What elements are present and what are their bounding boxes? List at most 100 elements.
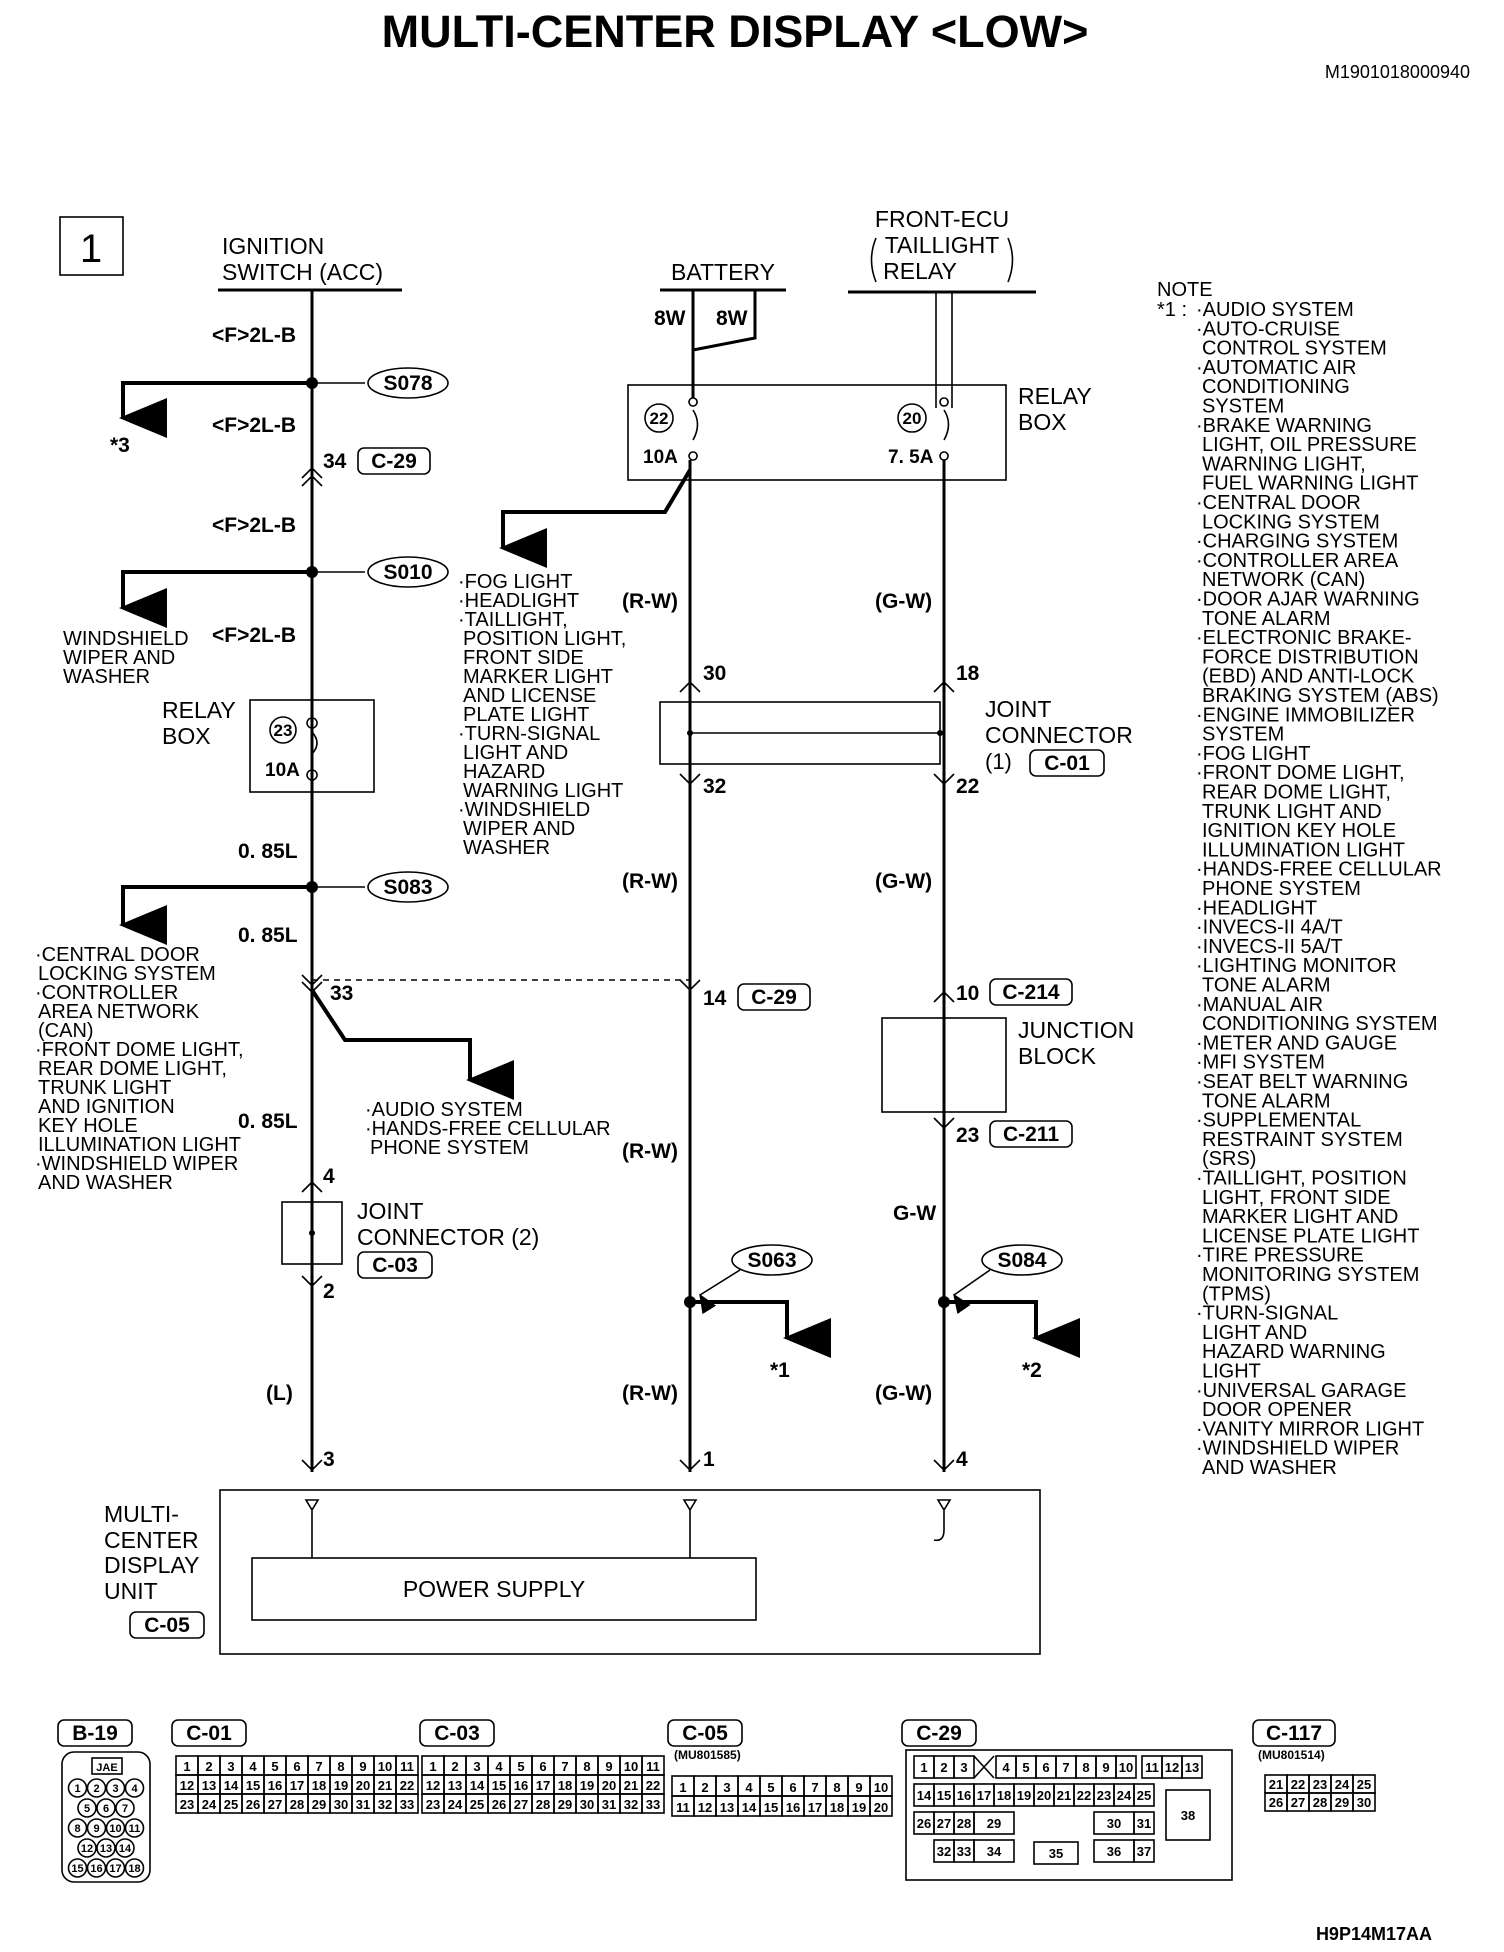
fuse22-badge xyxy=(644,403,674,433)
pin-number: 25 xyxy=(224,1797,238,1812)
pin-cell xyxy=(115,1798,135,1818)
pin-cell xyxy=(86,1818,107,1838)
note-item: ·TURN-SIGNAL xyxy=(1196,1303,1338,1325)
pin-number: 2 xyxy=(701,1780,708,1795)
pin-30: 30 xyxy=(703,662,726,685)
pin-34: 34 xyxy=(323,450,347,473)
jc2-top-chevron xyxy=(301,1180,323,1193)
pin-2-jc2: 2 xyxy=(323,1280,335,1303)
note-item: REAR DOME LIGHT, xyxy=(1202,782,1391,804)
pin30-chevron xyxy=(679,680,701,693)
pin23-chevron xyxy=(933,1117,955,1130)
wire-label-f2lb-1: <F>2L-B xyxy=(212,324,296,347)
front-ecu-label-3: RELAY xyxy=(883,258,957,284)
pin-number: 19 xyxy=(852,1800,866,1815)
pin-number: 14 xyxy=(470,1778,485,1793)
note-item: LOCKING SYSTEM xyxy=(1202,511,1380,533)
splice-s010 xyxy=(367,556,449,588)
jc2-bottom-chevron xyxy=(301,1275,323,1288)
pin-number: 24 xyxy=(1335,1777,1350,1792)
junction-block-label-1: JUNCTION xyxy=(1018,1017,1134,1043)
svg-text:·HANDS-FREE CELLULAR: ·HANDS-FREE CELLULAR xyxy=(365,1118,611,1140)
conn-c29-label-2: C-29 xyxy=(751,986,797,1009)
pin14-chevron xyxy=(679,979,701,992)
note-item: IGNITION KEY HOLE xyxy=(1202,820,1396,842)
svg-text:·FOG LIGHT: ·FOG LIGHT xyxy=(458,571,572,593)
note-head: NOTE xyxy=(1157,279,1213,301)
pin-number: 25 xyxy=(1137,1788,1151,1803)
junction-block xyxy=(881,1017,1007,1113)
svg-text:·TAILLIGHT,: ·TAILLIGHT, xyxy=(458,609,568,631)
pin-number: 35 xyxy=(1049,1846,1063,1861)
svg-text:WASHER: WASHER xyxy=(463,837,550,859)
pin-number: 22 xyxy=(400,1778,414,1793)
conn-c03-label: C-03 xyxy=(372,1254,418,1277)
pin-number: 32 xyxy=(937,1844,951,1859)
figure-number-box xyxy=(59,216,124,276)
branch-star2 xyxy=(944,1300,1080,1358)
pin-number: 31 xyxy=(356,1797,370,1812)
svg-text:B-19: B-19 xyxy=(72,1722,118,1745)
pin-number: 12 xyxy=(426,1778,440,1793)
svg-text:C-03: C-03 xyxy=(434,1722,480,1745)
pin-number: 10 xyxy=(378,1759,392,1774)
pin-number: 11 xyxy=(400,1759,414,1774)
wire-label-rw-1: (R-W) xyxy=(622,590,678,613)
conn-c211-label: C-211 xyxy=(1003,1123,1059,1146)
pin-number: 3 xyxy=(227,1759,234,1774)
pin-cell xyxy=(86,1778,107,1798)
pin-number: 5 xyxy=(271,1759,278,1774)
pin-number: 27 xyxy=(1291,1795,1305,1810)
pin-number: 14 xyxy=(119,1843,132,1855)
svg-text:PLATE LIGHT: PLATE LIGHT xyxy=(463,704,589,726)
pin-number: 15 xyxy=(492,1778,506,1793)
pin-number: 18 xyxy=(558,1778,572,1793)
pin-number: 30 xyxy=(1357,1795,1371,1810)
note-item: ·ELECTRONIC BRAKE- xyxy=(1196,627,1412,649)
pin-number: 22 xyxy=(1291,1777,1305,1792)
pin-number: 14 xyxy=(224,1778,239,1793)
pin-number: 18 xyxy=(128,1863,140,1875)
pin-number: 18 xyxy=(830,1800,844,1815)
note-item: (TPMS) xyxy=(1202,1283,1271,1305)
pin-number: 20 xyxy=(1037,1788,1051,1803)
s083-branch-list: ·CENTRAL DOOR LOCKING SYSTEM ·CONTROLLER… xyxy=(35,944,244,1194)
conn-c01-label: C-01 xyxy=(1044,752,1090,775)
junction-block-label-2: BLOCK xyxy=(1018,1043,1097,1069)
pin-number: 14 xyxy=(917,1788,932,1803)
pin-number: 10 xyxy=(1119,1760,1133,1775)
svg-text:WIPER AND: WIPER AND xyxy=(63,647,175,669)
fuse22-number: 22 xyxy=(650,409,669,428)
note-item: ILLUMINATION LIGHT xyxy=(1202,839,1405,861)
wire-label-085l-3: 0. 85L xyxy=(238,1110,298,1133)
svg-text:AND LICENSE: AND LICENSE xyxy=(463,685,596,707)
splice-s078 xyxy=(367,367,449,399)
pin-number: 20 xyxy=(356,1778,370,1793)
svg-text:FRONT SIDE: FRONT SIDE xyxy=(463,647,584,669)
pin-number: 15 xyxy=(937,1788,951,1803)
note-item: CONTROL SYSTEM xyxy=(1202,338,1387,360)
note-item: CONDITIONING xyxy=(1202,376,1350,398)
note-item: TRUNK LIGHT AND xyxy=(1202,801,1382,823)
note-item: LIGHT AND xyxy=(1202,1322,1307,1344)
svg-text:CENTER: CENTER xyxy=(104,1527,199,1553)
svg-text:AND IGNITION: AND IGNITION xyxy=(38,1096,175,1118)
fuse23-symbol xyxy=(306,717,318,781)
splice-s084-label: S084 xyxy=(997,1249,1046,1272)
svg-text:KEY HOLE: KEY HOLE xyxy=(38,1115,138,1137)
front-ecu-paren-left xyxy=(870,237,877,283)
pin-22: 22 xyxy=(956,775,979,798)
pin-number: 5 xyxy=(1022,1760,1029,1775)
joint-connector-2 xyxy=(281,1201,343,1265)
svg-text:C-05: C-05 xyxy=(682,1722,728,1745)
pin-cell xyxy=(115,1838,135,1858)
pin-number: 36 xyxy=(1107,1844,1121,1859)
note-item: ·CHARGING SYSTEM xyxy=(1196,531,1398,553)
splice-s083 xyxy=(367,871,449,903)
svg-text:·CONTROLLER: ·CONTROLLER xyxy=(35,982,178,1004)
pin-number: 19 xyxy=(334,1778,348,1793)
pin-number: 21 xyxy=(1269,1777,1283,1792)
pin-cell xyxy=(105,1778,126,1798)
note-item: NETWORK (CAN) xyxy=(1202,569,1365,591)
